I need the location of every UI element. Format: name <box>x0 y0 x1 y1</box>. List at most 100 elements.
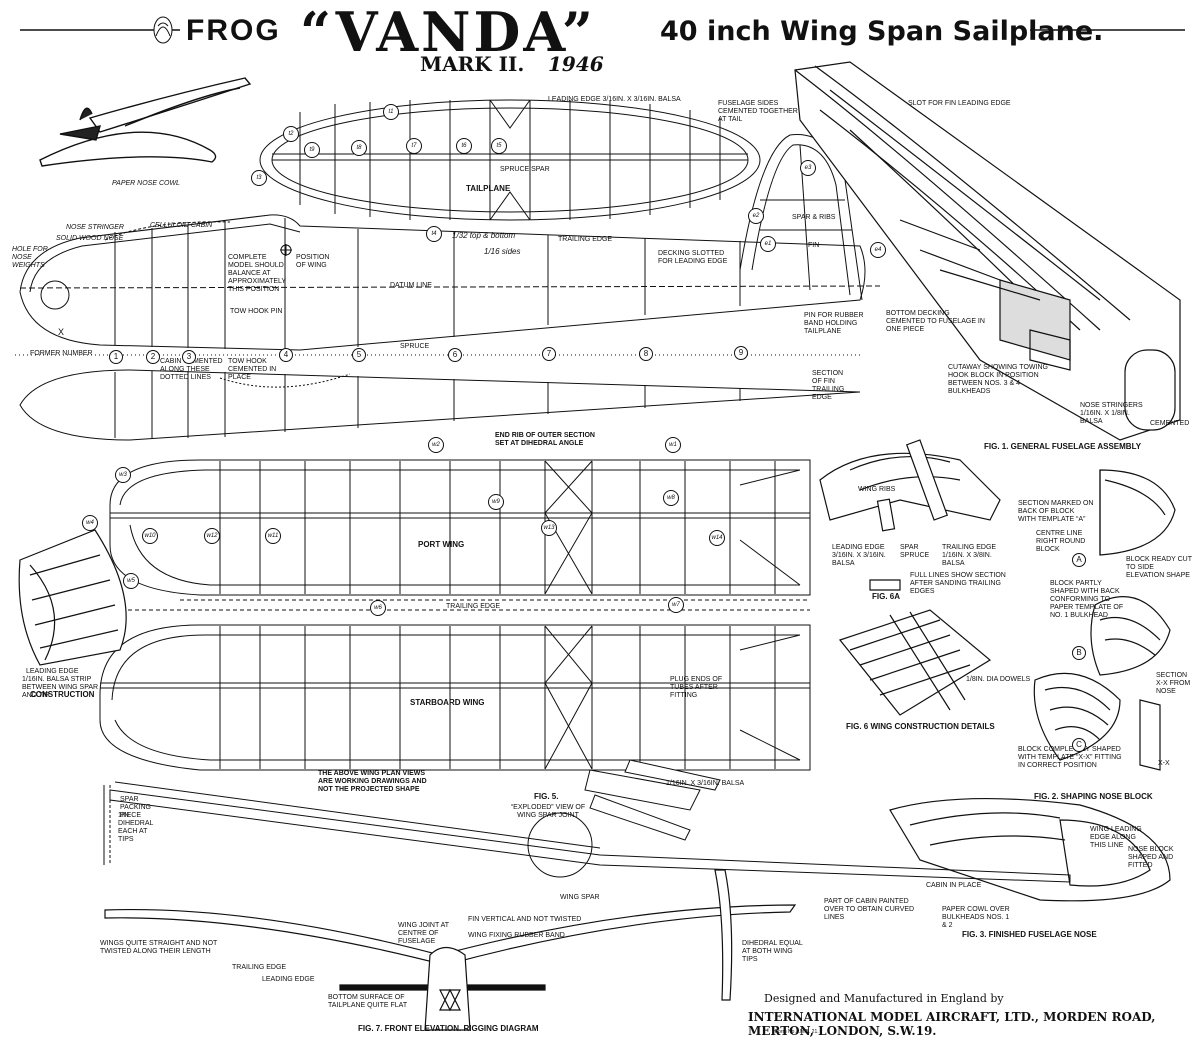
label-x-marker: X <box>58 327 65 337</box>
label-full-lines: FULL LINES SHOW SECTION AFTER SANDING TR… <box>910 572 1006 595</box>
station-5: 5 <box>352 348 366 362</box>
label-tailplane: TAILPLANE <box>466 184 511 193</box>
label-complete-model: COMPLETE MODEL SHOULD BALANCE AT APPROXI… <box>228 254 286 293</box>
label-fin: FIN <box>808 242 820 249</box>
label-cabin-place: CABIN IN PLACE <box>926 882 982 889</box>
label-datum-line: DATUM LINE <box>390 282 432 289</box>
model-title: “VANDA” <box>300 0 596 64</box>
label-part-cabin: PART OF CABIN PAINTED OVER TO OBTAIN CUR… <box>824 898 915 921</box>
fig1-caption: FIG. 1. GENERAL FUSELAGE ASSEMBLY <box>984 442 1142 451</box>
fig6a-caption: FIG. 6A <box>872 592 901 601</box>
label-dihedral: 1in. DIHEDRAL EACH AT TIPS <box>118 812 154 843</box>
tag-w8: w8 <box>663 490 679 506</box>
label-wings-straight: WINGS QUITE STRAIGHT AND NOT TWISTED ALO… <box>100 940 218 955</box>
label-xx: X-X <box>1158 760 1170 767</box>
nose-block-c <box>1033 672 1161 771</box>
label-centre-line: CENTRE LINE RIGHT ROUND BLOCK <box>1036 530 1086 553</box>
label-handwritten-top: 1/32 top & bottom <box>452 231 516 240</box>
tag-w14: w14 <box>709 530 725 546</box>
mark-label: MARK II. <box>420 52 525 76</box>
label-balsa-spar: 1/16in. x 3/16in. BALSA <box>666 780 745 787</box>
tag-w9: w9 <box>488 494 504 510</box>
label-wing-rubber: WING FIXING RUBBER BAND <box>468 932 565 939</box>
brand-title: FROG <box>186 14 281 47</box>
fuselage-plan-view <box>15 354 861 441</box>
label-wing-ribs: WING RIBS <box>858 486 896 493</box>
footer-form-number: Form No. I.M.B. 21. <box>775 1029 819 1035</box>
fig-c-marker: C <box>1072 738 1086 752</box>
wing-tip-construction <box>18 529 127 666</box>
station-2: 2 <box>146 350 160 364</box>
label-tow-hook-place: TOW HOOK CEMENTED IN PLACE <box>228 358 277 381</box>
label-trailing-edge-tail: TRAILING EDGE <box>558 236 613 243</box>
station-9: 9 <box>734 346 748 360</box>
label-completely-shaped: BLOCK COMPLETELY SHAPED WITH TEMPLATE “X… <box>1018 746 1122 769</box>
label-dihedral-equal: DIHEDRAL EQUAL AT BOTH WING TIPS <box>742 940 803 963</box>
glider-thumbnail <box>39 77 252 167</box>
subtitle: 40 inch Wing Span Sailplane. <box>660 16 1104 47</box>
label-wing-views-note: THE ABOVE WING PLAN VIEWS ARE WORKING DR… <box>318 770 427 793</box>
label-spruce-strip: SPRUCE <box>400 343 430 350</box>
footer-designed: Designed and Manufactured in England by <box>764 992 1004 1005</box>
tag-t8: t8 <box>351 140 367 156</box>
fig3-caption: FIG. 3. FINISHED FUSELAGE NOSE <box>962 930 1097 939</box>
fig6-caption: FIG. 6 WING CONSTRUCTION DETAILS <box>846 722 995 731</box>
label-nose-stringer: NOSE STRINGER <box>66 224 124 231</box>
fig7-caption: FIG. 7. FRONT ELEVATION. RIGGING DIAGRAM <box>358 1024 539 1033</box>
tag-e4: e4 <box>870 242 886 258</box>
label-section-fin: SECTION OF FIN TRAILING EDGE <box>812 370 845 401</box>
rigging-diagram <box>104 869 797 1031</box>
tag-w5: w5 <box>123 573 139 589</box>
wing-front-elevation <box>103 759 1071 883</box>
tag-w4: w4 <box>82 515 98 531</box>
fuselage-assembly-drawing <box>794 61 1181 441</box>
fig5-caption: FIG. 5. <box>534 792 559 801</box>
tag-t5: t5 <box>491 138 507 154</box>
label-plug-ends: PLUG ENDS OF TUBES AFTER FITTING <box>670 676 723 699</box>
tag-w7: w7 <box>668 597 684 613</box>
label-block-ready: BLOCK READY CUT TO SIDE ELEVATION SHAPE <box>1126 556 1192 579</box>
fig-b-marker: B <box>1072 646 1086 660</box>
label-le-balsa: LEADING EDGE 3/16in. x 3/16in. BALSA <box>832 544 886 567</box>
wing-ribs-detail <box>819 439 1001 591</box>
nose-block-a <box>1099 469 1176 556</box>
label-dowels: 1/8in. DIA DOWELS <box>966 676 1031 683</box>
label-wing-le-line: WING LEADING EDGE ALONG THIS LINE <box>1090 826 1142 849</box>
label-spar-spruce: SPAR SPRUCE <box>900 544 930 559</box>
label-section-nose: SECTION X-X FROM NOSE <box>1156 672 1191 695</box>
footer-company: INTERNATIONAL MODEL AIRCRAFT, LTD., MORD… <box>748 1010 1156 1038</box>
label-spar-ribs: SPAR & RIBS <box>792 214 836 221</box>
label-paper-cowl: PAPER COWL OVER BULKHEADS Nos. 1 & 2 <box>942 906 1010 929</box>
label-te-balsa: TRAILING EDGE 1/16in. x 3/8in. BALSA <box>942 544 997 567</box>
label-trailing-edge-wing: TRAILING EDGE <box>446 603 501 610</box>
tag-e1: e1 <box>760 236 776 252</box>
tag-t7: t7 <box>406 138 422 154</box>
label-starboard-wing: STARBOARD WING <box>410 698 485 707</box>
label-decking-slotted: DECKING SLOTTED FOR LEADING EDGE <box>658 250 728 265</box>
station-7: 7 <box>542 347 556 361</box>
label-spruce-spar: SPRUCE SPAR <box>500 166 550 173</box>
fig2-caption: FIG. 2. SHAPING NOSE BLOCK <box>1034 792 1153 801</box>
tag-t9: t9 <box>304 142 320 158</box>
label-cutaway: CUTAWAY SHOWING TOWING HOOK BLOCK IN POS… <box>948 364 1048 395</box>
label-trailing-edge-front: TRAILING EDGE <box>232 964 287 971</box>
tag-e3: e3 <box>800 160 816 176</box>
label-pin-rubber: PIN FOR RUBBER BAND HOLDING TAILPLANE <box>804 312 864 335</box>
label-leading-edge-wing: LEADING EDGE <box>26 668 79 675</box>
fig-a-marker: A <box>1072 553 1086 567</box>
tag-w13: w13 <box>541 520 557 536</box>
label-solid-wood-nose: SOLID WOOD NOSE <box>56 235 124 242</box>
tag-w10: w10 <box>142 528 158 544</box>
tag-t3: t3 <box>251 170 267 186</box>
label-fuselage-sides: FUSELAGE SIDES CEMENTED TOGETHER AT TAIL <box>718 100 798 123</box>
label-tow-hook: TOW HOOK PIN <box>230 308 283 315</box>
label-wing-joint: WING JOINT AT CENTRE OF FUSELAGE <box>398 922 449 945</box>
label-slot-fin: SLOT FOR FIN LEADING EDGE <box>908 100 1011 107</box>
tailplane-plan <box>259 99 761 221</box>
label-section-marked: SECTION MARKED ON BACK OF BLOCK WITH TEM… <box>1018 500 1094 523</box>
tag-t2: t2 <box>283 126 299 142</box>
label-paper-nose: PAPER NOSE COWL <box>112 180 180 187</box>
station-8: 8 <box>639 347 653 361</box>
label-nose-block: NOSE BLOCK SHAPED AND FITTED <box>1128 846 1174 869</box>
